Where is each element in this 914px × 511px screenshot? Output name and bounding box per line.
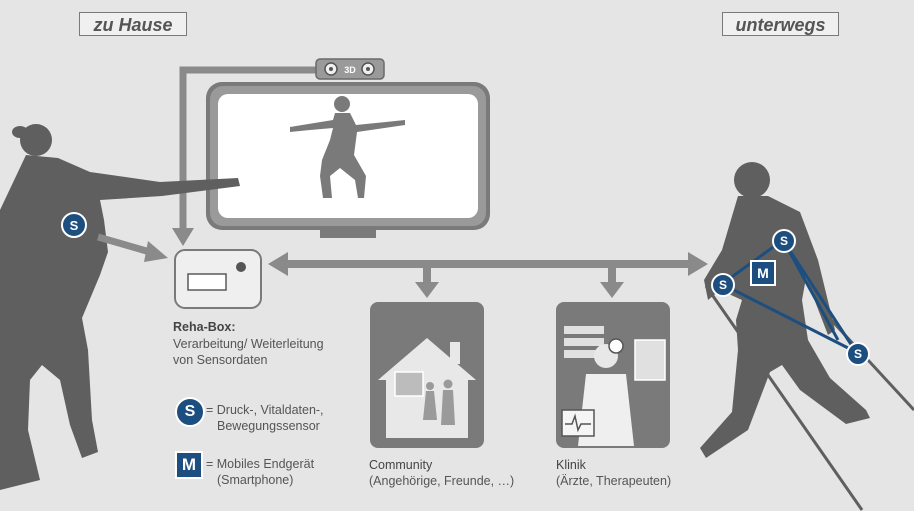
bus-left-arrowhead (268, 252, 288, 276)
left-walking-pole (704, 285, 864, 511)
mobile-device-legend-icon: M (175, 451, 203, 479)
sensor-icon-hand: S (711, 273, 735, 297)
3d-camera-icon: 3D (315, 58, 385, 80)
sensor-icon-arm: S (772, 229, 796, 253)
sensor-icon-woman: S (61, 212, 87, 238)
reha-box-description-line2: von Sensordaten (173, 353, 268, 367)
woman-to-box-arrow (97, 233, 151, 256)
clinic-description: (Ärzte, Therapeuten) (556, 474, 672, 488)
community-title: Community (369, 458, 433, 472)
sensor-legend-line1: = Druck-, Vitaldaten-, (206, 403, 324, 417)
home-label: zu Hause (79, 12, 187, 36)
mobile-label: unterwegs (722, 12, 839, 36)
mobile-legend-line2: (Smartphone) (217, 473, 294, 487)
community-arrowhead (415, 282, 439, 298)
mobile-legend-line1: = Mobiles Endgerät (206, 457, 315, 471)
community-description: (Angehörige, Freunde, …) (369, 474, 515, 488)
sensor-legend-line2: Bewegungssensor (217, 419, 320, 433)
clinic-arrowhead (600, 282, 624, 298)
camera-3d-label: 3D (344, 65, 356, 75)
camera-to-box-line (179, 66, 330, 232)
clinic-title: Klinik (556, 458, 586, 472)
walking-man-silhouette (700, 162, 870, 458)
reha-box-device (174, 249, 262, 309)
squat-figure-on-tv (290, 96, 405, 198)
sensor-icon-pole: S (846, 342, 870, 366)
camera-to-box-arrowhead (172, 228, 194, 246)
mobile-device-icon-man: M (750, 260, 776, 286)
sensor-legend-icon: S (175, 397, 205, 427)
community-house-icon (370, 302, 484, 448)
woman-to-box-arrowhead (144, 241, 168, 262)
woman-squatting-silhouette (0, 124, 240, 490)
bus-right-arrowhead (688, 252, 708, 276)
reha-box-description-line1: Verarbeitung/ Weiterleitung (173, 337, 324, 351)
clinic-doctor-icon (556, 302, 670, 448)
reha-box-title: Reha-Box: (173, 320, 236, 334)
